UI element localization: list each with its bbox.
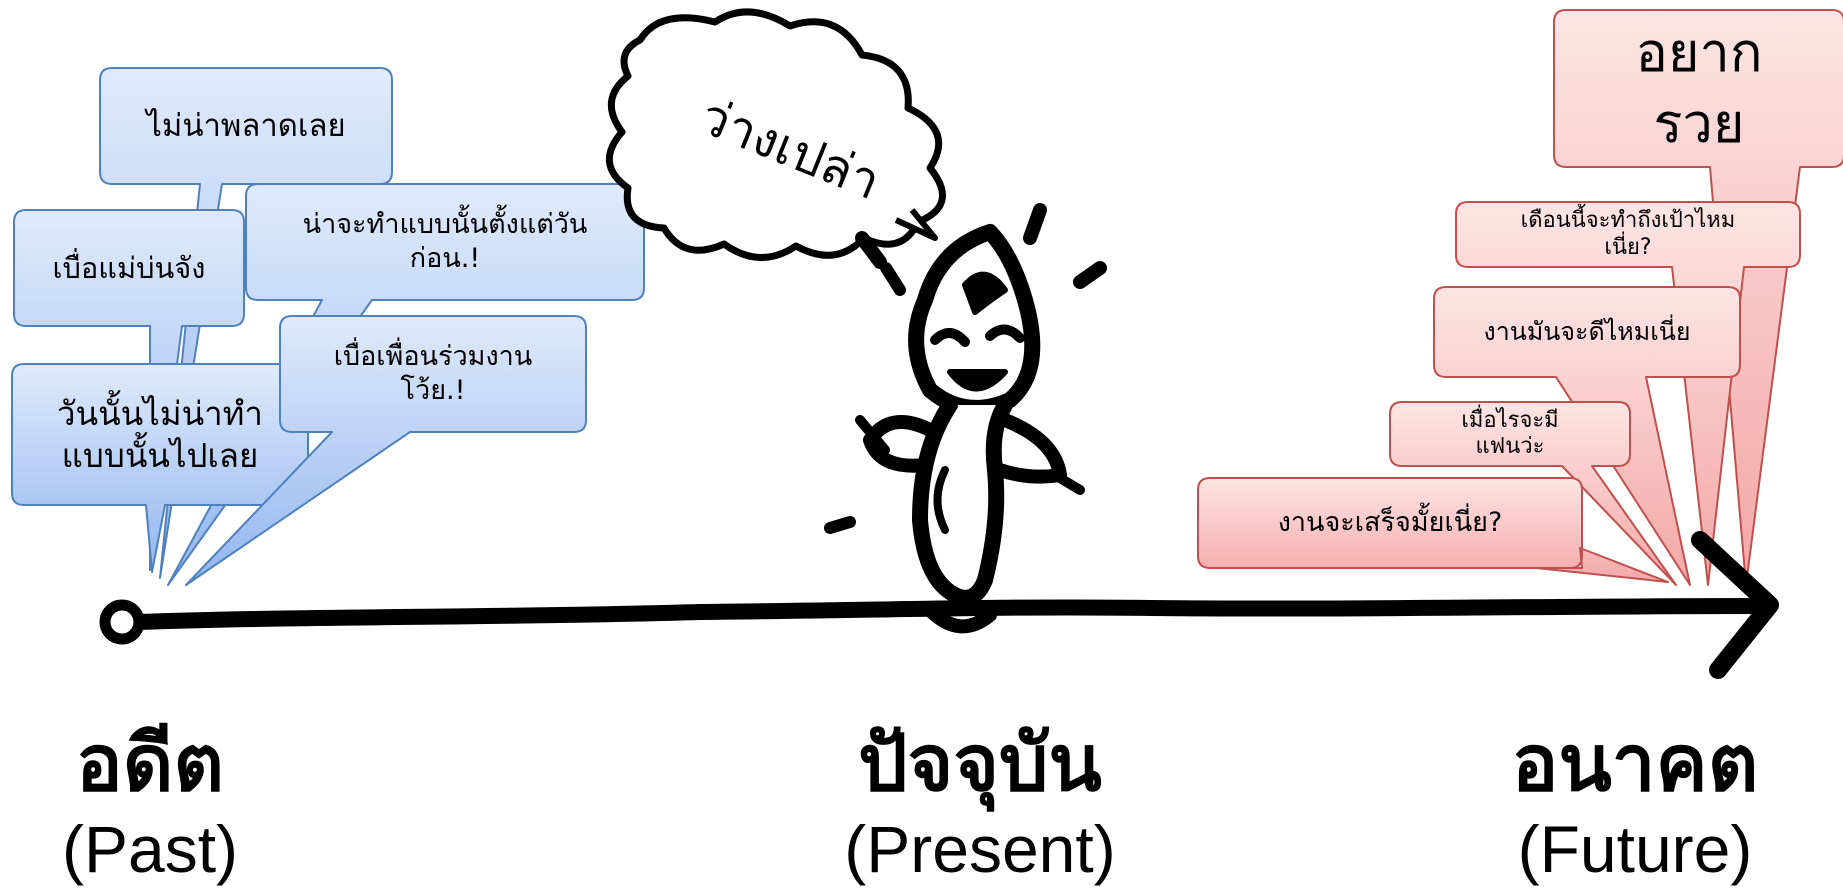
past-bubble-4-text: วันนั้นไม่น่าทำ แบบนั้นไปเลย: [57, 394, 263, 475]
future-bubble-1-text: อยาก รวย: [1635, 21, 1763, 155]
future-bubble-3: [1433, 286, 1741, 586]
past-bubble-2-text: เบื่อแม่บ่นจัง: [52, 250, 206, 285]
era-present-thai: ปัจจุบัน: [858, 719, 1102, 809]
timeline-axis: [99, 531, 1779, 679]
past-bubble-5: [185, 315, 587, 586]
future-bubble-2-text: เดือนนี้จะทำถึงเป้าไหม เนี่ย?: [1520, 208, 1736, 260]
future-bubble-4: [1389, 401, 1677, 586]
era-present-english: (Present): [844, 812, 1116, 886]
arrow-head: [1691, 531, 1779, 679]
timeline-start-marker: [99, 599, 145, 645]
era-past: อดีต (Past): [30, 716, 270, 886]
past-bubble-5-text: เบื่อเพื่อนร่วมงาน โว้ย.!: [333, 341, 533, 406]
era-future-thai: อนาคต: [1511, 719, 1759, 809]
future-bubble-5-text: งานจะเสร็จมั้ยเนี่ย?: [1277, 507, 1503, 539]
past-bubble-3-text: น่าจะทำแบบนั้นตั้งแต่วัน ก่อน.!: [302, 209, 588, 274]
era-past-english: (Past): [61, 812, 239, 886]
thought-cloud: [605, 8, 946, 261]
era-present: ปัจจุบัน (Present): [790, 716, 1170, 886]
era-past-thai: อดีต: [75, 719, 225, 809]
future-bubble-1: [1553, 9, 1843, 586]
future-bubble-5: [1197, 477, 1669, 583]
future-bubble-3-text: งานมันจะดีไหมเนี่ย: [1483, 317, 1691, 347]
past-bubbles: [11, 67, 645, 586]
stick-figure: [824, 203, 1107, 634]
era-future-english: (Future): [1517, 812, 1753, 886]
future-bubbles: [1197, 9, 1843, 586]
past-bubble-1-text: ไม่น่าพลาดเลย: [146, 107, 346, 144]
era-future: อนาคต (Future): [1470, 716, 1800, 886]
future-bubble-4-text: เมื่อไรจะมี แฟนว่ะ: [1461, 407, 1559, 459]
